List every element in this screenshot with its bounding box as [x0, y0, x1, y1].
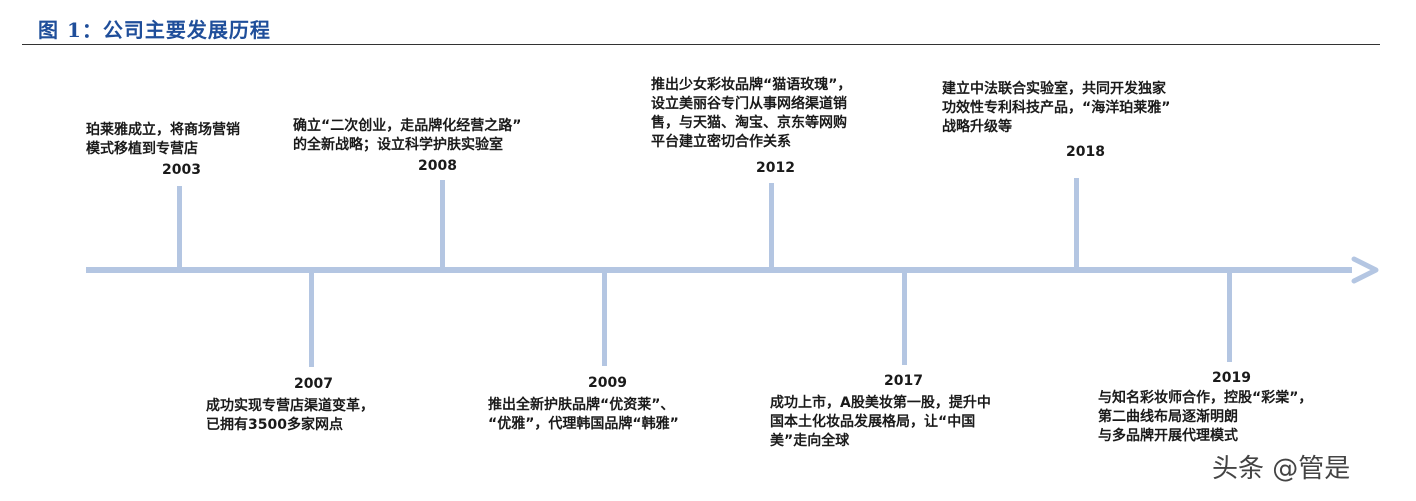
tick-2009 [602, 272, 607, 366]
event-2007-year: 2007 [294, 376, 333, 392]
event-2012-description: 推出少女彩妆品牌“猫语玫瑰”， 设立美丽谷专门从事网络渠道销 售，与天猫、淘宝、… [651, 77, 852, 150]
tick-2012 [769, 183, 774, 268]
tick-2017 [902, 272, 907, 365]
event-2007-description: 成功实现专营店渠道变革， 已拥有3500多家网点 [206, 398, 374, 433]
tick-2008 [440, 180, 445, 268]
event-2008-description: 确立“二次创业，走品牌化经营之路” 的全新战略；设立科学护肤实验室 [293, 118, 522, 153]
tick-2007 [309, 272, 314, 367]
event-2009-year: 2009 [588, 375, 627, 391]
timeline-axis [86, 267, 1352, 273]
event-2019-year: 2019 [1212, 370, 1251, 386]
tick-2003 [177, 186, 182, 268]
event-2017-year: 2017 [884, 373, 923, 389]
tick-2019 [1227, 272, 1232, 362]
tick-2018 [1074, 178, 1079, 268]
event-2009-description: 推出全新护肤品牌“优资莱”、 “优雅”，代理韩国品牌“韩雅” [488, 397, 679, 432]
title-divider [22, 44, 1380, 45]
event-2018-year: 2018 [1066, 144, 1105, 160]
watermark: 头条 @管是 [1212, 454, 1351, 484]
event-2018-description: 建立中法联合实验室，共同开发独家 功效性专利科技产品，“海洋珀莱雅” 战略升级等 [942, 81, 1171, 135]
event-2003-description: 珀莱雅成立，将商场营销 模式移植到专营店 [86, 122, 240, 157]
figure-title: 图 1：公司主要发展历程 [38, 18, 271, 42]
event-2003-year: 2003 [162, 162, 201, 178]
timeline-arrowhead [1351, 256, 1379, 284]
event-2017-description: 成功上市，A股美妆第一股，提升中 国本土化妆品发展格局，让“中国 美”走向全球 [770, 395, 991, 449]
event-2012-year: 2012 [756, 160, 795, 176]
event-2019-description: 与知名彩妆师合作，控股“彩棠”， 第二曲线布局逐渐明朗 与多品牌开展代理模式 [1098, 390, 1313, 444]
event-2008-year: 2008 [418, 158, 457, 174]
